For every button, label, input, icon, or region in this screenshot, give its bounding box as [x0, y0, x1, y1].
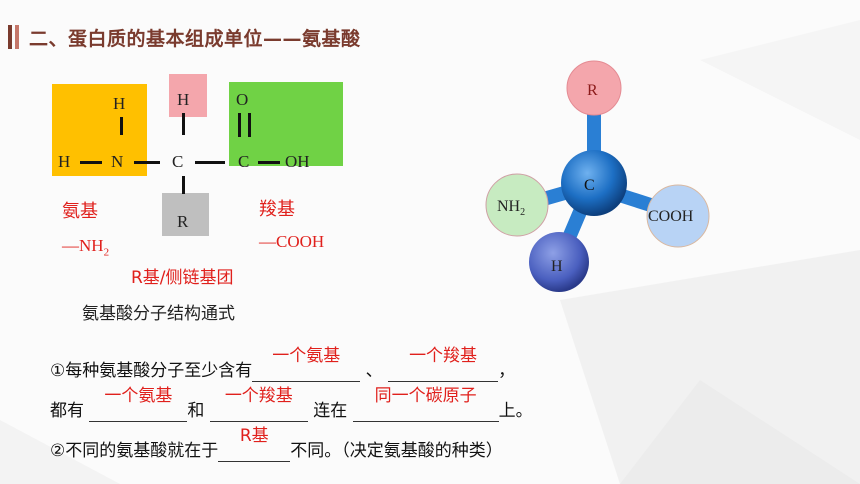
formula-caption: 氨基酸分子结构通式 [82, 304, 235, 324]
statement-line-1: ①每种氨基酸分子至少含有一个氨基 、 一个羧基 ， [50, 346, 515, 382]
amino-name: 氨基 [62, 201, 98, 222]
amino-formula: —NH2 [62, 236, 110, 259]
atom-h-left: H [58, 152, 71, 171]
atom-oh: OH [285, 152, 310, 171]
blank-1: 一个氨基 [252, 346, 361, 382]
atom-n: N [111, 152, 124, 171]
model-label-r: R [587, 82, 598, 99]
answer-4: 一个羧基 [224, 386, 293, 406]
title-marker [8, 25, 12, 49]
atom-ball-cooh [646, 184, 710, 248]
bond-c-o-1 [238, 113, 241, 137]
blank-2: 一个羧基 [388, 346, 499, 382]
atom-ball-r [566, 60, 622, 116]
slide-title: 二、蛋白质的基本组成单位——氨基酸 [29, 27, 361, 50]
atom-ball-c [561, 150, 627, 216]
bond-c-r [182, 176, 185, 194]
answer-5: 同一个碳原子 [374, 386, 477, 406]
bond-n-c [134, 161, 160, 164]
answer-1: 一个氨基 [272, 346, 341, 366]
h-atom-box [169, 74, 207, 117]
bond-c-c [195, 161, 225, 164]
bond-n-h [120, 117, 123, 135]
bond-c-h [182, 113, 185, 135]
model-label-h: H [551, 258, 563, 275]
blank-5: 同一个碳原子 [352, 386, 499, 422]
carboxyl-formula: —COOH [259, 232, 325, 251]
carboxyl-name: 羧基 [259, 199, 295, 220]
atom-o-top: O [236, 90, 249, 109]
blank-6: R基 [218, 426, 291, 462]
amino-group-box [52, 84, 147, 176]
model-label-cooh: COOH [648, 208, 694, 225]
answer-2: 一个羧基 [409, 346, 478, 366]
title-marker-light [15, 25, 19, 49]
bond-c-o-2 [248, 113, 251, 137]
atom-ball-h [529, 232, 589, 292]
atom-ball-nh2 [485, 173, 549, 237]
r-group-label: R基/侧链基团 [131, 268, 234, 288]
bond-h-n [80, 161, 102, 164]
answer-3: 一个氨基 [104, 386, 173, 406]
atom-h-top-center: H [177, 90, 190, 109]
model-label-c: C [584, 177, 595, 194]
blank-3: 一个氨基 [89, 386, 188, 422]
blank-4: 一个羧基 [209, 386, 308, 422]
model-label-nh2: NH2 [497, 198, 526, 219]
slide-title-bar: 二、蛋白质的基本组成单位——氨基酸 [8, 24, 361, 50]
atom-h-top-amino: H [113, 94, 126, 113]
statement-line-2: 都有 一个氨基 和 一个羧基 连在 同一个碳原子 上。 [50, 386, 533, 422]
bond-c-oh [258, 161, 280, 164]
r-group-box [162, 193, 209, 236]
atom-c-acid: C [238, 152, 250, 171]
atom-c-center: C [172, 152, 184, 171]
answer-6: R基 [239, 426, 269, 446]
atom-r: R [177, 212, 189, 231]
